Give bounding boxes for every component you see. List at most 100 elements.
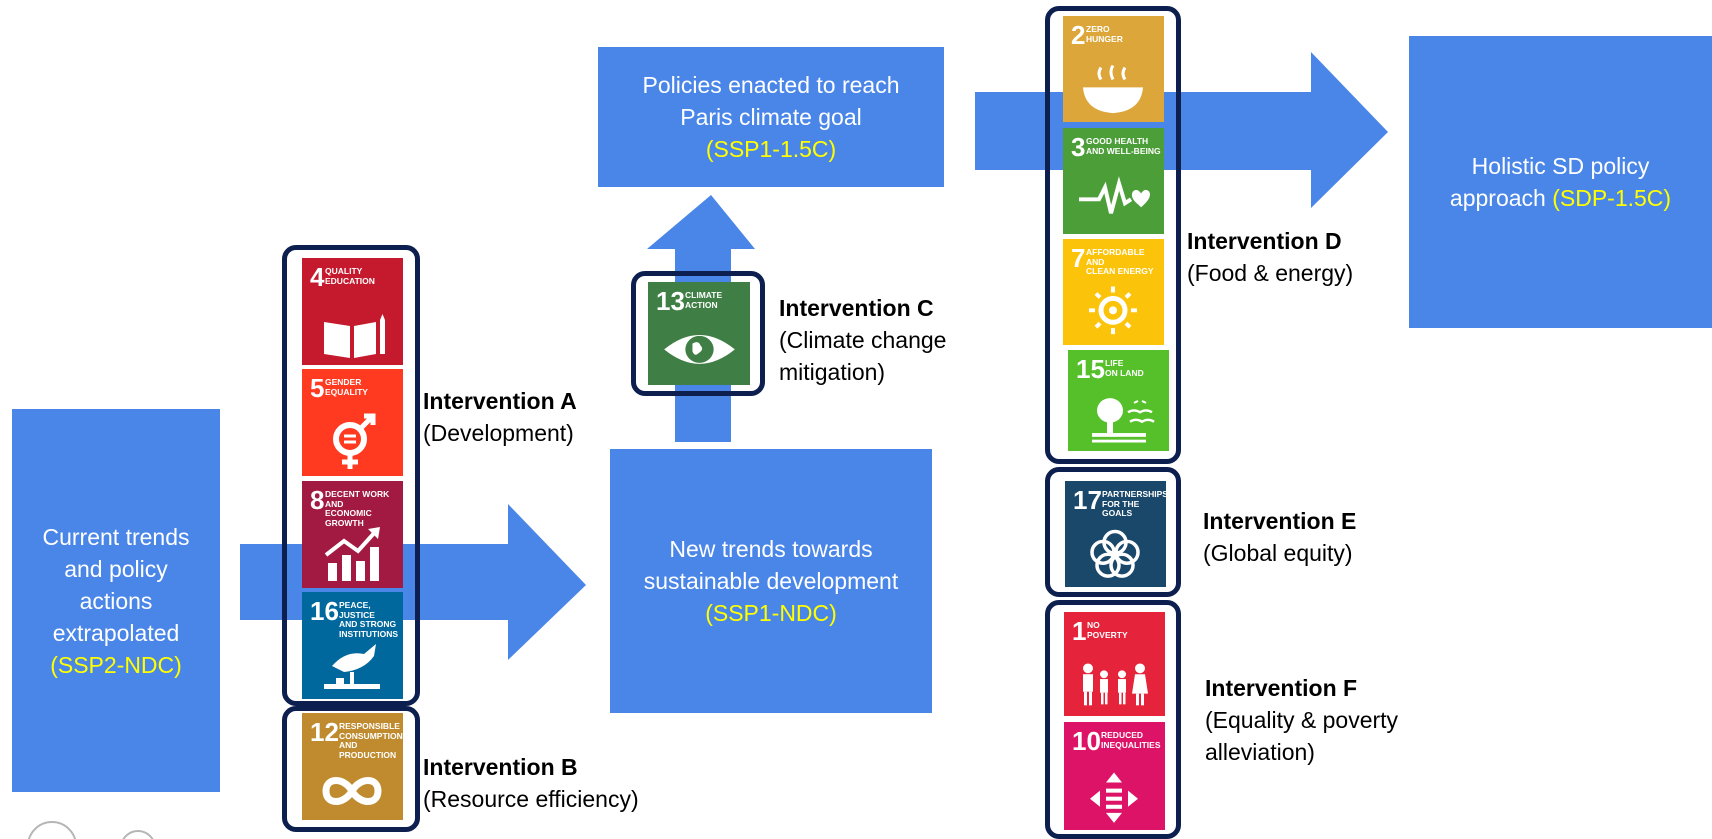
box-holistic-line-1: Holistic SD policy	[1471, 153, 1650, 179]
intervention-e-label: Intervention E (Global equity)	[1203, 505, 1356, 569]
box-holistic-line-2-text: approach	[1449, 185, 1553, 211]
sdg-number: 7	[1071, 243, 1086, 273]
sdg-tile-8: 8Decent work and economic growth	[302, 481, 403, 588]
frame-intervention-c	[631, 271, 765, 396]
box-paris-line-1: Policies enacted to reach	[642, 72, 900, 98]
sdg-caption: Decent work and economic growth	[325, 489, 390, 528]
box-current-line-2: and policy	[64, 555, 168, 582]
sdg-tile-2: 2Zero hunger	[1063, 16, 1164, 122]
intervention-f-desc-2: alleviation)	[1205, 739, 1315, 765]
box-holistic-line-2: approach (SDP-1.5C)	[1450, 182, 1671, 214]
box-holistic: Holistic SD policy approach (SDP-1.5C)	[1409, 36, 1712, 328]
box-new-scenario: (SSP1-NDC)	[705, 600, 837, 626]
sdg-tile-16: 16Peace, justice and strong institutions	[302, 592, 403, 699]
sdg-caption: No poverty	[1087, 620, 1128, 640]
book-icon	[324, 314, 385, 358]
corner-circle-2	[122, 830, 154, 839]
sdg-number: 17	[1073, 485, 1102, 515]
frame-intervention-b	[282, 706, 420, 832]
sdg-number: 8	[310, 485, 325, 515]
box-new-trends: New trends towards sustainable developme…	[610, 449, 932, 713]
sdg-number: 15	[1076, 354, 1105, 384]
rings-icon	[1090, 529, 1140, 578]
sdg-number: 16	[310, 596, 339, 626]
intervention-b-desc: (Resource efficiency)	[423, 786, 639, 812]
box-current-line-1: Current trends	[42, 523, 190, 550]
sdg-tile-17: 17Partnerships for the goals	[1065, 481, 1166, 587]
sdg-number: 3	[1071, 132, 1086, 162]
intervention-a-title: Intervention A	[423, 388, 577, 414]
intervention-c-label: Intervention C (Climate change mitigatio…	[779, 292, 946, 388]
sdg-tile-15: 15Life on land	[1068, 350, 1169, 451]
sdg-caption: Life on land	[1105, 358, 1144, 378]
intervention-b-title: Intervention B	[423, 754, 578, 780]
intervention-d-title: Intervention D	[1187, 228, 1342, 254]
box-paris-goal: Policies enacted to reach Paris climate …	[598, 47, 944, 187]
sdg-caption: Reduced inequalities	[1101, 730, 1161, 750]
sdg-number: 5	[310, 373, 325, 403]
sdg-number: 4	[310, 262, 325, 292]
box-current-line-4: extrapolated	[52, 619, 180, 646]
sdg-tile-10: 10Reduced inequalities	[1064, 722, 1165, 830]
intervention-d-desc: (Food & energy)	[1187, 260, 1354, 286]
infinity-icon	[322, 777, 382, 805]
arrow-current-to-new	[240, 504, 586, 660]
dove-icon	[324, 644, 380, 689]
frame-intervention-d	[1045, 6, 1181, 464]
corner-circle-1	[28, 821, 76, 839]
arrow-paris-to-holistic	[975, 52, 1388, 208]
equality-icon	[1090, 772, 1138, 823]
bowl-icon	[1083, 64, 1143, 114]
intervention-a-label: Intervention A (Development)	[423, 385, 577, 449]
frame-intervention-f	[1045, 600, 1181, 839]
box-current-trends: Current trends and policy actions extrap…	[12, 409, 220, 792]
sdg-tile-5: 5Gender Equality	[302, 369, 403, 476]
box-paris-scenario: (SSP1-1.5C)	[705, 136, 837, 162]
sdg-caption: Peace, justice and strong institutions	[339, 600, 399, 639]
sdg-tile-4: 4Quality Education	[302, 258, 403, 365]
intervention-a-desc: (Development)	[423, 420, 574, 446]
gender-icon	[333, 413, 376, 469]
box-holistic-scenario: (SDP-1.5C)	[1552, 185, 1672, 211]
box-paris-line-2: Paris climate goal	[680, 104, 862, 130]
intervention-f-label: Intervention F (Equality & poverty allev…	[1205, 672, 1398, 768]
sdg-tile-1: 1No poverty	[1064, 612, 1165, 716]
eye-globe-icon	[664, 334, 735, 364]
sdg-caption: Good health and well-being	[1086, 136, 1161, 156]
intervention-e-desc: (Global equity)	[1203, 540, 1353, 566]
box-new-line-1: New trends towards	[669, 536, 873, 562]
sdg-caption: Quality Education	[325, 266, 375, 286]
sdg-caption: Responsible consumption and production	[339, 721, 403, 760]
sdg-number: 1	[1072, 616, 1087, 646]
sdg-tile-12: 12Responsible consumption and production	[302, 713, 403, 820]
frame-intervention-e	[1045, 467, 1181, 597]
sdg-number: 2	[1071, 20, 1086, 50]
sdg-caption: Partnerships for the goals	[1102, 489, 1166, 518]
intervention-c-desc-2: mitigation)	[779, 359, 886, 385]
sdg-caption: Affordable and clean energy	[1086, 247, 1154, 276]
sun-icon	[1089, 286, 1137, 335]
intervention-f-title: Intervention F	[1205, 675, 1358, 701]
sdg-tile-3: 3Good health and well-being	[1063, 128, 1164, 234]
intervention-d-label: Intervention D (Food & energy)	[1187, 225, 1353, 289]
sdg-caption: Zero hunger	[1086, 24, 1123, 44]
sdg-caption: Climate action	[685, 290, 723, 310]
heartbeat-icon	[1079, 176, 1150, 214]
intervention-b-label: Intervention B (Resource efficiency)	[423, 751, 639, 815]
sdg-number: 12	[310, 717, 339, 747]
sdg-number: 10	[1072, 726, 1101, 756]
sdg-tile-7: 7Affordable and clean energy	[1063, 239, 1164, 345]
frame-intervention-a	[282, 245, 420, 706]
sdg-tile-13: 13Climate action	[648, 282, 750, 385]
sdg-caption: Gender Equality	[325, 377, 368, 397]
intervention-f-desc-1: (Equality & poverty	[1205, 707, 1399, 733]
box-new-line-2: sustainable development	[643, 568, 899, 594]
intervention-c-title: Intervention C	[779, 295, 934, 321]
tree-icon	[1092, 398, 1155, 443]
box-current-scenario: (SSP2-NDC)	[50, 651, 182, 678]
intervention-c-desc-1: (Climate change	[779, 327, 947, 353]
growth-chart-icon	[324, 527, 380, 581]
family-icon	[1083, 663, 1148, 706]
intervention-e-title: Intervention E	[1203, 508, 1357, 534]
sdg-number: 13	[656, 286, 685, 316]
